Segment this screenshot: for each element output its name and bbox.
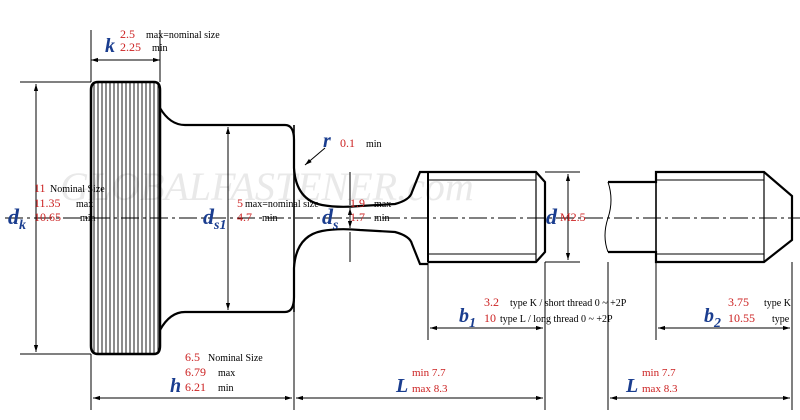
svg-text:11.35: 11.35 — [34, 196, 61, 210]
shoulder-outline — [159, 107, 428, 208]
shoulder-outline-lower — [159, 228, 428, 331]
svg-text:min: min — [80, 213, 96, 224]
thread-section-2 — [608, 170, 794, 264]
svg-text:min 7.7: min 7.7 — [642, 367, 676, 379]
dimension-lines — [20, 30, 793, 410]
svg-text:10: 10 — [484, 311, 496, 325]
svg-text:M2.5: M2.5 — [560, 210, 586, 224]
svg-text:max 8.3: max 8.3 — [642, 383, 678, 395]
svg-text:2.25: 2.25 — [120, 40, 141, 54]
svg-text:L: L — [625, 375, 638, 397]
svg-text:min: min — [218, 383, 234, 394]
d-dimension-label: d M2.5 — [546, 204, 586, 229]
svg-text:type L / long thread 0 ~ +2P: type L / long thread 0 ~ +2P — [500, 314, 613, 325]
svg-text:0.1: 0.1 — [340, 136, 355, 150]
svg-text:10.65: 10.65 — [34, 210, 61, 224]
svg-text:min 7.7: min 7.7 — [412, 367, 446, 379]
svg-text:Nominal Size: Nominal Size — [208, 353, 263, 364]
b2-dimension-label: b2 3.75 type K 10.55 type — [704, 295, 792, 331]
svg-text:min: min — [262, 213, 278, 224]
svg-text:6.5: 6.5 — [185, 350, 200, 364]
break-line — [604, 181, 612, 253]
svg-text:k: k — [105, 35, 115, 57]
h-dimension-label: h 6.5 Nominal Size 6.79 max 6.21 min — [170, 350, 263, 397]
knurled-head — [89, 80, 162, 356]
svg-text:4.7: 4.7 — [237, 210, 252, 224]
dk-dimension-label: dk 11 Nominal Size 11.35 max 10.65 min — [8, 181, 105, 233]
svg-text:ds1: ds1 — [203, 204, 226, 233]
svg-text:1.9: 1.9 — [350, 196, 365, 210]
svg-text:5: 5 — [237, 196, 243, 210]
k-dimension-label: k 2.5 max=nominal size 2.25 min — [105, 27, 220, 57]
svg-text:Nominal Size: Nominal Size — [50, 184, 105, 195]
svg-text:1.7: 1.7 — [350, 210, 365, 224]
svg-text:b2: b2 — [704, 305, 721, 331]
svg-text:min: min — [366, 139, 382, 150]
svg-text:max 8.3: max 8.3 — [412, 383, 448, 395]
svg-text:b1: b1 — [459, 305, 476, 331]
svg-text:3.75: 3.75 — [728, 295, 749, 309]
svg-text:2.5: 2.5 — [120, 27, 135, 41]
svg-text:type K / short thread 0 ~ +2P: type K / short thread 0 ~ +2P — [510, 298, 627, 309]
L1-dimension-label: L min 7.7 max 8.3 — [395, 367, 448, 397]
svg-text:r: r — [323, 130, 331, 152]
svg-text:max: max — [374, 199, 391, 210]
ds-dimension-label: ds 1.9 max 1.7 min — [322, 196, 391, 233]
svg-text:min: min — [152, 43, 168, 54]
b1-dimension-label: b1 3.2 type K / short thread 0 ~ +2P 10 … — [459, 295, 627, 331]
svg-text:max=nominal size: max=nominal size — [245, 199, 319, 210]
svg-text:max: max — [76, 199, 93, 210]
svg-text:10.55: 10.55 — [728, 311, 755, 325]
svg-text:max: max — [218, 368, 235, 379]
svg-text:ds: ds — [322, 204, 339, 233]
svg-text:h: h — [170, 375, 181, 397]
svg-text:6.21: 6.21 — [185, 380, 206, 394]
svg-text:min: min — [374, 213, 390, 224]
svg-text:d: d — [546, 204, 558, 229]
svg-text:L: L — [395, 375, 408, 397]
svg-text:3.2: 3.2 — [484, 295, 499, 309]
r-dimension-label: r 0.1 min — [323, 130, 382, 152]
thread-section-1 — [427, 170, 547, 264]
svg-text:11: 11 — [34, 181, 46, 195]
svg-text:6.79: 6.79 — [185, 365, 206, 379]
L2-dimension-label: L min 7.7 max 8.3 — [625, 367, 678, 397]
svg-text:type K: type K — [764, 298, 792, 309]
svg-text:dk: dk — [8, 204, 26, 233]
svg-text:max=nominal size: max=nominal size — [146, 30, 220, 41]
svg-text:type: type — [772, 314, 790, 325]
ds1-dimension-label: ds1 5 max=nominal size 4.7 min — [203, 196, 319, 233]
